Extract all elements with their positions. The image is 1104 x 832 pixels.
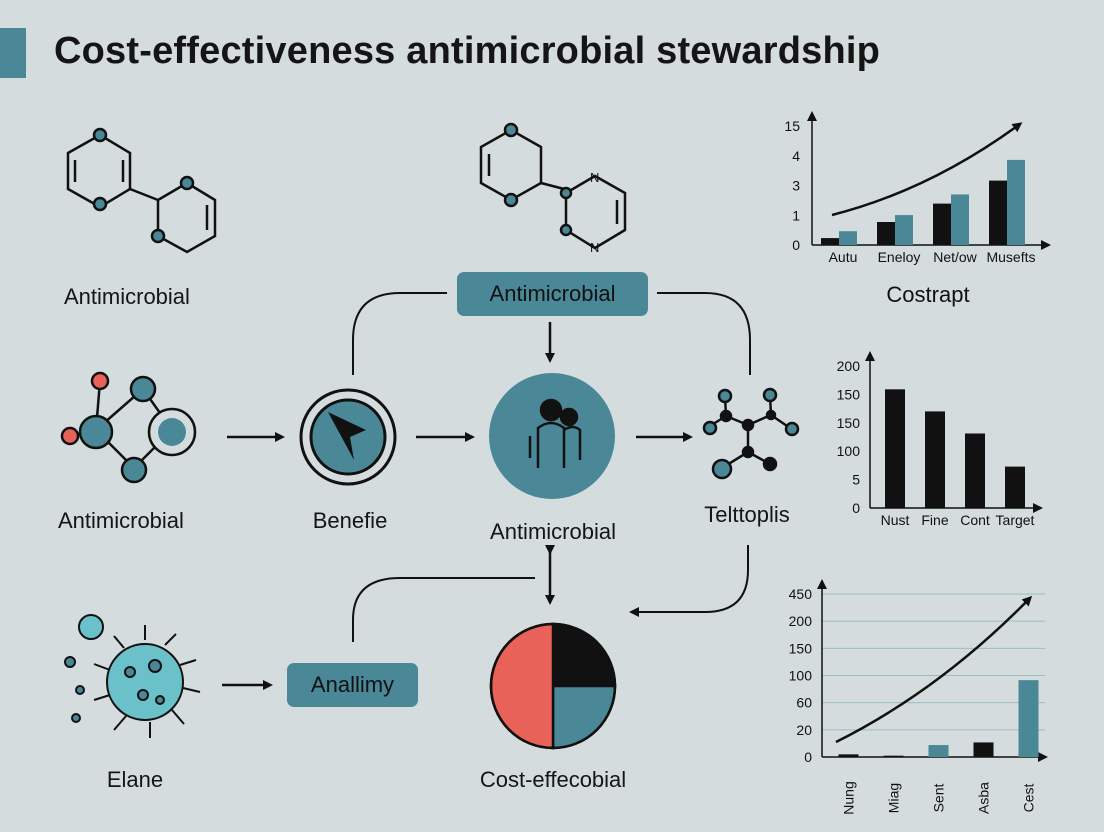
category-label: Eneloy (878, 249, 921, 265)
svg-text:N: N (590, 240, 599, 255)
bar (973, 742, 994, 757)
category-label: Autu (829, 249, 858, 265)
y-tick-label: 0 (804, 749, 812, 765)
page-title: Cost-effectiveness antimicrobial steward… (54, 30, 881, 72)
y-tick-label: 1 (792, 207, 800, 223)
trend-arrow (835, 595, 1033, 744)
bar (928, 745, 949, 757)
category-label: Miag (886, 783, 902, 813)
chart-title: Costrapt (886, 282, 969, 307)
label-pie: Cost-effecobial (479, 767, 627, 792)
bar (839, 231, 857, 245)
bar (1007, 159, 1025, 245)
y-tick-label: 0 (792, 237, 800, 253)
bar (838, 754, 859, 757)
category-label: Cest (1021, 784, 1037, 813)
bar (877, 222, 895, 245)
lower-left-connector (352, 577, 535, 642)
y-tick-label: 200 (837, 358, 861, 374)
y-tick-label: 0 (852, 500, 860, 516)
category-label: Nust (881, 512, 910, 528)
category-label: Sent (931, 783, 947, 812)
y-tick-label: 150 (837, 386, 861, 402)
bar (933, 203, 951, 245)
category-label: Cont (960, 512, 990, 528)
y-tick-label: 15 (784, 118, 800, 134)
label-benefit: Benefie (312, 508, 388, 533)
y-tick-label: 100 (837, 443, 861, 459)
category-label: Musefts (986, 249, 1035, 265)
branch-molecule-icon (702, 387, 800, 480)
category-label: Fine (921, 512, 948, 528)
y-tick-label: 5 (852, 472, 860, 488)
bar (989, 180, 1007, 245)
analysis-box[interactable]: Anallimy (287, 663, 418, 707)
y-tick-label: 4 (792, 148, 800, 164)
bar (821, 238, 839, 245)
antimicrobial-box[interactable]: Antimicrobial (457, 272, 648, 316)
loop-connector (352, 292, 751, 375)
bar (885, 389, 905, 508)
label-molecule-right: Telttoplis (704, 502, 790, 527)
molecule-icon (66, 127, 217, 254)
label-molecule-top-left: Antimicrobial (64, 284, 190, 309)
category-label: Target (996, 512, 1035, 528)
network-molecule-icon (60, 371, 197, 484)
title-accent-bar (0, 28, 26, 78)
people-icon (489, 373, 615, 499)
bar (1005, 466, 1025, 508)
category-label: Nung (841, 781, 857, 814)
y-tick-label: 20 (796, 722, 812, 738)
y-tick-label: 3 (792, 178, 800, 194)
bar (1018, 680, 1039, 757)
svg-text:N: N (590, 170, 599, 185)
pyrimidine-icon: N N (479, 122, 627, 255)
bar (895, 215, 913, 245)
bar (925, 411, 945, 508)
lower-right-connector (629, 545, 749, 617)
cursor-icon (299, 388, 397, 486)
label-molecule-mid-left: Antimicrobial (58, 508, 184, 533)
category-label: Asba (976, 782, 992, 814)
y-tick-label: 150 (837, 415, 861, 431)
y-tick-label: 150 (789, 640, 813, 656)
y-tick-label: 100 (789, 668, 813, 684)
y-tick-label: 450 (789, 586, 813, 602)
label-virus: Elane (106, 767, 164, 792)
trend-arrow (831, 122, 1023, 217)
pie-chart-icon (489, 622, 617, 750)
y-tick-label: 200 (789, 613, 813, 629)
label-center: Antimicrobial (490, 519, 616, 544)
virus-icon (64, 614, 201, 738)
bar (951, 194, 969, 245)
bar (965, 433, 985, 508)
y-tick-label: 60 (796, 695, 812, 711)
category-label: Net/ow (933, 249, 977, 265)
bar (883, 755, 904, 757)
